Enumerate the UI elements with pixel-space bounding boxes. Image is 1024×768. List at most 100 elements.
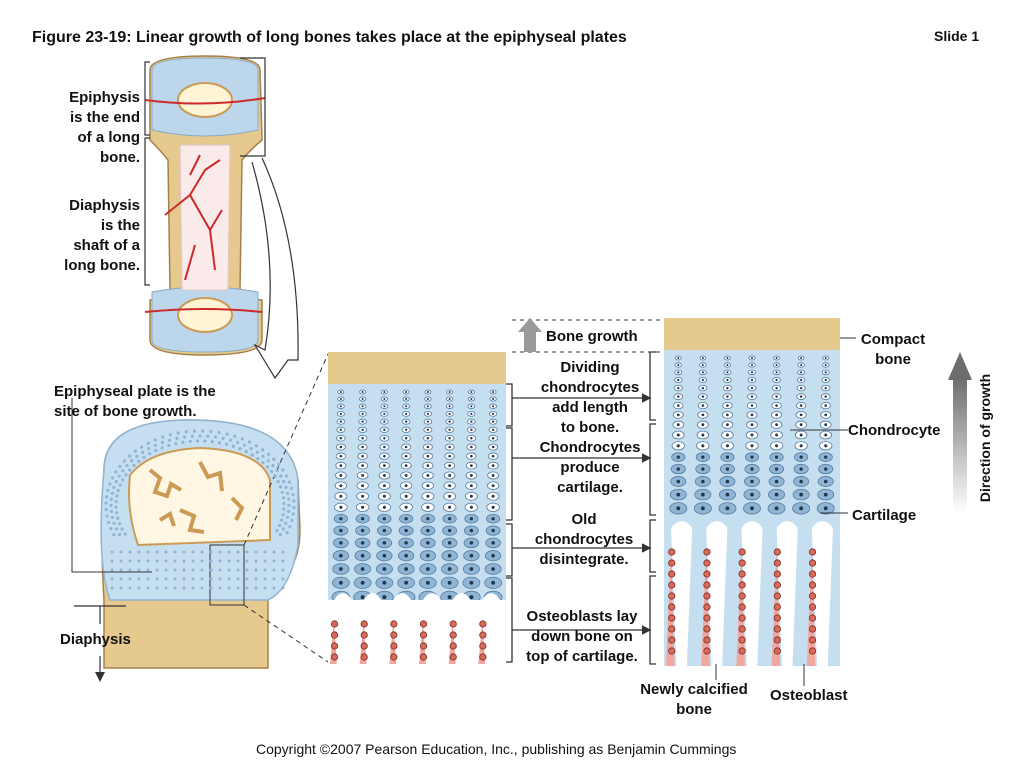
cartilage-dot — [175, 436, 179, 440]
cartilage-dot — [182, 559, 186, 563]
cell-nucleus — [470, 437, 473, 440]
cell-nucleus — [491, 567, 495, 571]
cartilage-dot — [173, 568, 177, 572]
cartilage-dot — [291, 492, 295, 497]
cell-nucleus — [701, 363, 704, 367]
cartilage-dot — [243, 443, 247, 447]
cartilage-dot — [182, 568, 186, 572]
cartilage-dot — [236, 550, 240, 554]
long-bone-illustration — [144, 55, 299, 380]
label-epiphyseal-plate: Epiphyseal plate is the site of bone gro… — [54, 383, 216, 420]
cell-nucleus — [726, 386, 729, 390]
cartilage-dot — [287, 503, 291, 507]
cell-nucleus — [726, 357, 729, 359]
cell-nucleus — [470, 445, 473, 449]
cell-nucleus — [491, 464, 495, 467]
cell-nucleus — [426, 391, 429, 393]
cell-nucleus — [800, 371, 803, 374]
cell-nucleus — [492, 412, 495, 415]
cartilage-dot — [173, 586, 177, 590]
cell-nucleus — [448, 484, 452, 488]
osteoblast-cell — [330, 642, 339, 650]
cartilage-dot — [263, 550, 267, 554]
cell-nucleus — [750, 455, 754, 459]
cell-nucleus — [383, 437, 386, 440]
cartilage-dot — [139, 445, 144, 449]
cartilage-dot — [256, 456, 260, 461]
cartilage-dot — [104, 501, 108, 505]
cell-nucleus — [448, 517, 452, 521]
cell-nucleus — [469, 474, 473, 477]
cartilage-dot — [110, 515, 115, 519]
cell-nucleus — [361, 445, 364, 449]
cell-nucleus — [775, 363, 778, 367]
osteoblast-cell — [479, 631, 487, 639]
cell-nucleus — [750, 413, 754, 417]
cell-nucleus — [361, 420, 364, 423]
cell-nucleus — [491, 580, 496, 585]
cartilage-dot — [191, 577, 195, 581]
cartilage-dot — [281, 577, 285, 581]
cartilage-dot — [285, 531, 289, 535]
cartilage-dot — [137, 568, 141, 572]
cell-nucleus — [470, 391, 473, 393]
cell-nucleus — [750, 444, 754, 448]
osteoblast-cell — [449, 642, 457, 650]
cell-nucleus — [404, 474, 408, 477]
cartilage-dot — [120, 527, 124, 531]
cartilage-dot — [238, 447, 242, 451]
osteoblast-cell — [738, 636, 746, 644]
cartilage-dot — [109, 527, 113, 531]
cartilage-dot — [130, 459, 134, 463]
cartilage-dot — [272, 568, 276, 572]
cell-nucleus — [701, 357, 704, 359]
marrow-space — [741, 521, 763, 666]
cartilage-dot — [275, 529, 279, 533]
cell-nucleus — [491, 474, 495, 477]
cartilage-dot — [110, 568, 114, 572]
cell-nucleus — [676, 479, 681, 484]
cell-nucleus — [491, 484, 495, 488]
osteoblast-cell — [668, 581, 676, 589]
cell-nucleus — [426, 474, 430, 477]
osteoblast-cell — [773, 559, 781, 567]
cartilage-dot — [217, 441, 222, 445]
label-cartilage: Cartilage — [852, 507, 917, 524]
cell-nucleus — [361, 464, 364, 467]
cartilage-dot — [292, 499, 296, 503]
cartilage-dot — [247, 440, 252, 444]
cell-nucleus — [799, 444, 803, 448]
cell-nucleus — [824, 395, 827, 398]
cell-nucleus — [404, 567, 408, 571]
cell-nucleus — [775, 404, 778, 407]
osteoblast-cell — [738, 625, 746, 633]
cell-nucleus — [824, 423, 828, 427]
cartilage-dot — [245, 559, 249, 563]
cartilage-dot — [119, 586, 123, 590]
cell-nucleus — [425, 580, 430, 585]
cartilage-dot — [164, 577, 168, 581]
cell-nucleus — [823, 492, 828, 497]
osteoblast-cell — [808, 570, 817, 578]
osteoblast-cell — [419, 653, 428, 661]
cartilage-dot — [116, 488, 120, 493]
cartilage-dot — [191, 559, 195, 563]
cartilage-dot — [121, 478, 125, 482]
cartilage-dot — [254, 559, 258, 563]
calcified-bone-spicule — [419, 620, 426, 664]
cartilage-dot — [142, 455, 146, 459]
slide-number: Slide 1 — [934, 28, 980, 44]
cell-nucleus — [750, 371, 754, 374]
cell-nucleus — [799, 395, 803, 398]
cartilage-dot — [109, 509, 113, 513]
cell-nucleus — [470, 397, 473, 401]
calcified-bone-spicule — [478, 620, 486, 664]
cartilage-dot — [118, 483, 122, 487]
osteoblast-cell — [360, 642, 368, 650]
cartilage-dot — [118, 464, 122, 468]
marrow-space — [422, 593, 441, 664]
osteoblast-cell — [808, 614, 817, 622]
osteoblast-cell — [668, 614, 676, 622]
cartilage-dot — [218, 586, 222, 590]
calcified-bone-spicule — [359, 620, 367, 664]
